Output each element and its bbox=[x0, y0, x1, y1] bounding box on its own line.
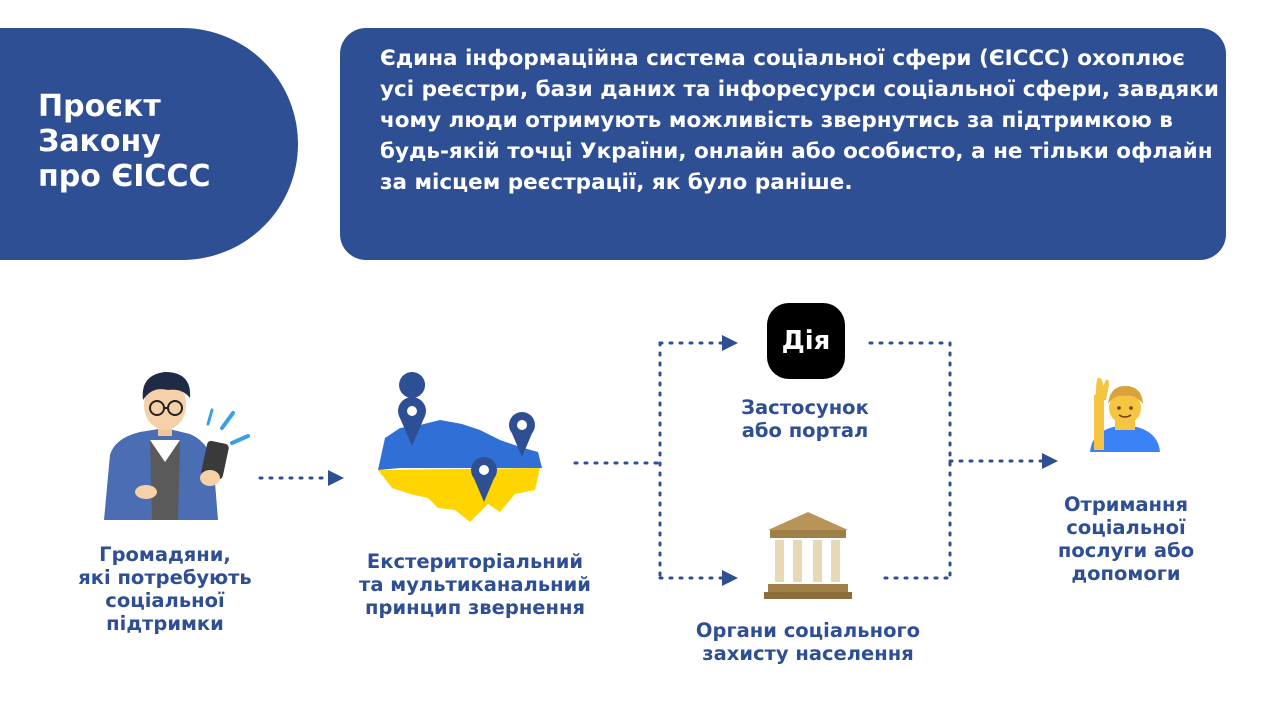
diia-logo-text: Дія bbox=[781, 326, 831, 356]
diia-logo-icon bbox=[767, 303, 845, 379]
label-app: Застосунок або портал bbox=[741, 396, 869, 442]
label-result: Отримання соціальної послуги або допомог… bbox=[1057, 493, 1195, 585]
arrowhead-result bbox=[1042, 453, 1058, 469]
arrowhead-app bbox=[722, 335, 738, 351]
title-banner bbox=[0, 28, 298, 260]
description-text: Єдина інформаційна система соціальної сф… bbox=[380, 46, 1219, 195]
flow-arrowheads bbox=[328, 335, 1058, 586]
label-citizens: Громадяни, які потребують соціальної під… bbox=[78, 543, 252, 635]
label-principle: Екстериторіальний та мультиканальний при… bbox=[359, 550, 591, 619]
label-agencies: Органи соціального захисту населення bbox=[695, 619, 921, 665]
arrowhead-principle bbox=[328, 470, 344, 486]
flow-connectors bbox=[258, 341, 1044, 580]
ukraine-map-icon bbox=[378, 372, 542, 522]
person-phone-icon bbox=[104, 372, 250, 520]
page-title: Проєкт Закону про ЄІССС bbox=[38, 89, 211, 194]
arrowhead-agencies bbox=[722, 570, 738, 586]
raised-hand-icon bbox=[1090, 377, 1160, 452]
government-building-icon bbox=[764, 512, 852, 599]
description-panel bbox=[340, 28, 1226, 260]
